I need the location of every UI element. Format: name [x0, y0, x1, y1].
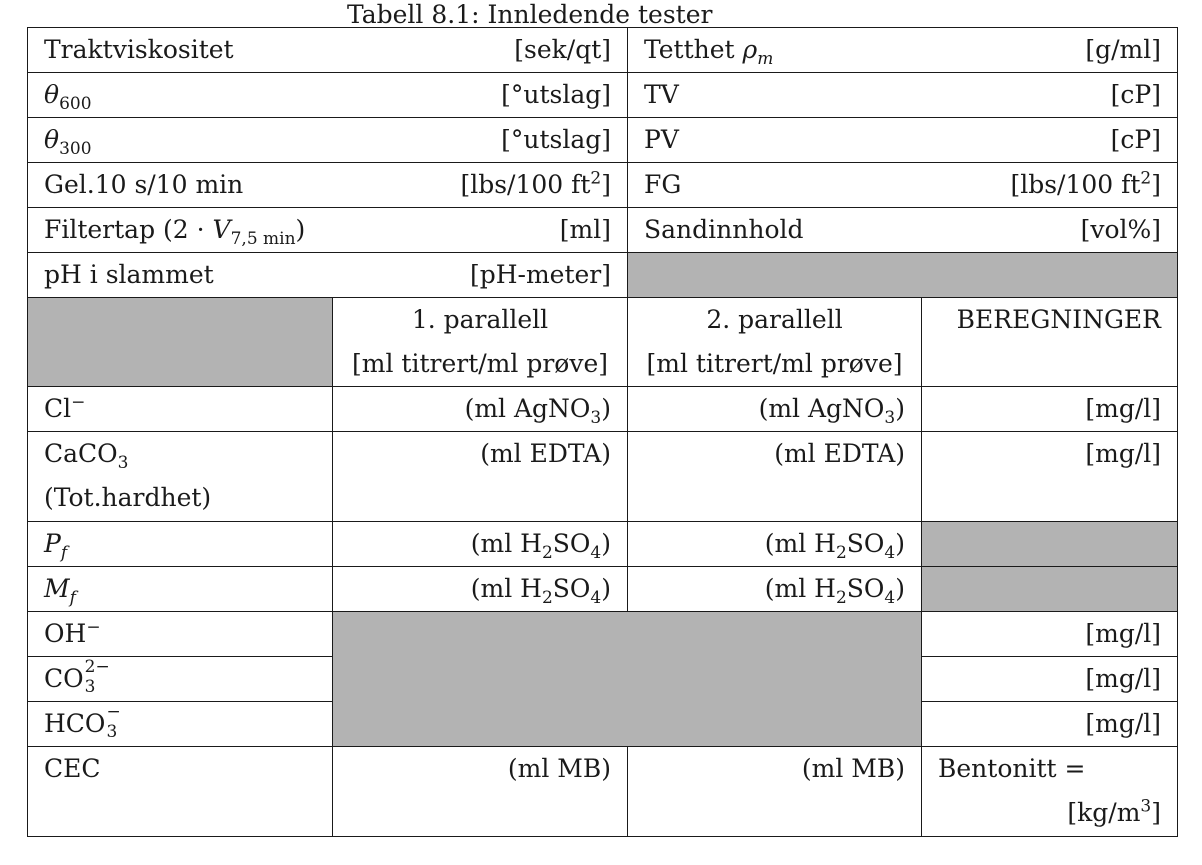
- mf-p2: (ml H2SO4): [627, 566, 923, 612]
- shaded-cell: [627, 252, 1179, 298]
- table-row: Gel.10 s/10 min [lbs/100 ft2] FG [lbs/100 …: [26, 162, 1179, 208]
- density-cell: Tetthet ρm [g/ml]: [627, 27, 1179, 73]
- tv-unit: [cP]: [1110, 80, 1162, 109]
- fg-cell: FG [lbs/100 ft2]: [627, 162, 1179, 208]
- sand-content-cell: Sandinnhold [vol%]: [627, 207, 1179, 253]
- caco3-unit: [mg/l]: [921, 431, 1179, 522]
- bentonite-calc: Bentonitt = [kg/m3]: [921, 746, 1179, 837]
- filter-loss-label: Filtertap (2 · V7,5 min): [44, 215, 306, 249]
- tv-label: TV: [644, 80, 679, 109]
- chloride-p1: (ml AgNO3): [331, 386, 629, 432]
- tv-cell: TV [cP]: [627, 72, 1179, 118]
- table-caption: Tabell 8.1: Innledende tester: [347, 0, 713, 29]
- filter-loss-cell: Filtertap (2 · V7,5 min) [ml]: [26, 207, 629, 253]
- table-row: Mf (ml H2SO4) (ml H2SO4): [27, 566, 1179, 612]
- theta600-cell: θ600 [°utslag]: [26, 72, 629, 118]
- shaded-cell: [921, 566, 1179, 612]
- parallel-2-header: 2. parallell [ml titrert/ml prøve]: [627, 297, 923, 387]
- shaded-cell: [331, 611, 923, 747]
- theta300-label: θ300: [44, 125, 92, 159]
- caco3-p1: (ml EDTA): [331, 431, 629, 522]
- ph-unit: [pH-meter]: [469, 260, 612, 289]
- table-row: Pf (ml H2SO4) (ml H2SO4): [27, 521, 1179, 567]
- caco3-label: CaCO3 (Tot.hardhet): [27, 431, 333, 522]
- pf-label: Pf: [27, 521, 333, 567]
- pv-cell: PV [cP]: [627, 117, 1179, 163]
- hydroxide-label: OH−: [27, 611, 333, 657]
- table-row: OH− [mg/l]: [27, 611, 1179, 747]
- cec-label: CEC: [27, 746, 333, 837]
- filter-loss-unit: [ml]: [559, 215, 612, 244]
- parallel-1-title: 1. parallell: [411, 305, 549, 334]
- table-row: θ600 [°utslag] TV [cP]: [26, 72, 1179, 118]
- gel-cell: Gel.10 s/10 min [lbs/100 ft2]: [26, 162, 629, 208]
- pf-p1: (ml H2SO4): [331, 521, 629, 567]
- pf-p2: (ml H2SO4): [627, 521, 923, 567]
- table-row: Cl− (ml AgNO3) (ml AgNO3) [mg/l]: [27, 386, 1179, 432]
- table-row: CaCO3 (Tot.hardhet) (ml EDTA) (ml EDTA) …: [27, 431, 1179, 522]
- chloride-label: Cl−: [27, 386, 333, 432]
- calculations-title: BEREGNINGER: [956, 305, 1162, 334]
- cec-p1: (ml MB): [331, 746, 629, 837]
- cec-p2: (ml MB): [627, 746, 923, 837]
- parallel-2-unit: [ml titrert/ml prøve]: [646, 349, 903, 378]
- hydroxide-unit: [mg/l]: [921, 611, 1179, 657]
- sand-content-unit: [vol%]: [1080, 215, 1162, 244]
- bentonite-label: Bentonitt =: [938, 754, 1086, 783]
- calculations-header: BEREGNINGER: [921, 297, 1179, 387]
- shaded-cell: [27, 297, 333, 387]
- theta600-label: θ600: [44, 80, 92, 114]
- mf-p1: (ml H2SO4): [331, 566, 629, 612]
- bentonite-unit: [kg/m3]: [1067, 796, 1162, 827]
- table-row: pH i slammet [pH-meter]: [26, 252, 1179, 298]
- funnel-viscosity-unit: [sek/qt]: [514, 35, 612, 64]
- chloride-unit: [mg/l]: [921, 386, 1179, 432]
- initial-tests-table: Traktviskositet [sek/qt] Tetthet ρm [g/ml]…: [26, 27, 1179, 837]
- density-unit: [g/ml]: [1085, 35, 1162, 64]
- pv-label: PV: [644, 125, 679, 154]
- table-header-row: 1. parallell [ml titrert/ml prøve] 2. pa…: [27, 297, 1179, 387]
- table-row: Traktviskositet [sek/qt] Tetthet ρm [g/ml]: [26, 27, 1179, 73]
- theta300-cell: θ300 [°utslag]: [26, 117, 629, 163]
- caco3-p2: (ml EDTA): [627, 431, 923, 522]
- theta600-unit: [°utslag]: [501, 80, 612, 109]
- parallel-1-header: 1. parallell [ml titrert/ml prøve]: [331, 297, 629, 387]
- density-label: Tetthet ρm: [644, 35, 774, 69]
- parallel-1-unit: [ml titrert/ml prøve]: [352, 349, 608, 378]
- funnel-viscosity-cell: Traktviskositet [sek/qt]: [26, 27, 629, 73]
- ph-cell: pH i slammet [pH-meter]: [26, 252, 629, 298]
- theta300-unit: [°utslag]: [501, 125, 612, 154]
- fg-label: FG: [644, 170, 682, 199]
- parallel-2-title: 2. parallell: [706, 305, 843, 334]
- table-row: θ300 [°utslag] PV [cP]: [26, 117, 1179, 163]
- bicarbonate-label: HCO−3: [27, 701, 333, 747]
- ph-label: pH i slammet: [44, 260, 214, 289]
- chloride-p2: (ml AgNO3): [627, 386, 923, 432]
- fg-unit: [lbs/100 ft2]: [1010, 168, 1162, 199]
- pv-unit: [cP]: [1110, 125, 1162, 154]
- table-row: CEC (ml MB) (ml MB) Bentonitt = [kg/m3]: [27, 746, 1179, 837]
- gel-label: Gel.10 s/10 min: [44, 170, 244, 199]
- sand-content-label: Sandinnhold: [644, 215, 804, 244]
- gel-unit: [lbs/100 ft2]: [460, 168, 612, 199]
- funnel-viscosity-label: Traktviskositet: [44, 35, 234, 64]
- carbonate-unit: [mg/l]: [921, 656, 1179, 702]
- table-row: Filtertap (2 · V7,5 min) [ml] Sandinnhold…: [26, 207, 1179, 253]
- mf-label: Mf: [27, 566, 333, 612]
- bicarbonate-unit: [mg/l]: [921, 701, 1179, 747]
- shaded-cell: [921, 521, 1179, 567]
